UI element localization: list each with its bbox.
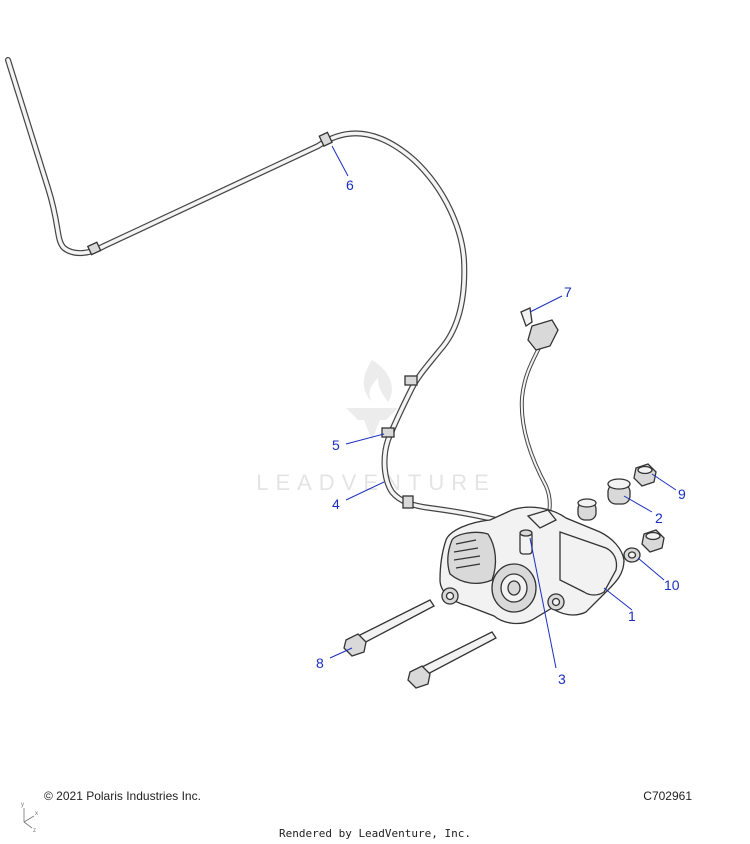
nut-lower[interactable] [641,529,665,553]
sensor-port-top [519,529,533,537]
rendered-by-text: Rendered by LeadVenture, Inc. [278,827,472,840]
axis-x-label: x [35,811,38,817]
bushing-large[interactable] [607,478,631,505]
bolt-upper[interactable] [343,599,435,657]
watermark-flame-icon [363,360,392,402]
watermark: LEADVENTURE [256,360,496,495]
callout-1[interactable]: 1 [628,608,636,624]
callout-2[interactable]: 2 [655,510,663,526]
nut-upper[interactable] [633,463,657,487]
callouts: 1 2 3 4 5 6 7 8 9 10 [316,177,686,687]
watermark-lv-logo-icon [346,408,398,440]
connector-tip [520,307,533,328]
leader-lines [329,145,677,669]
callout-4[interactable]: 4 [332,496,340,512]
hose-clip-upper[interactable] [318,131,333,147]
output-shaft [507,580,521,596]
washer[interactable] [623,547,641,563]
axis-z-label: z [33,828,36,834]
hose-clip-lower[interactable] [381,427,395,438]
mount-boss-left-hole [445,591,455,601]
hose-clip-bottom[interactable] [402,495,414,509]
bushing-small[interactable] [577,498,597,521]
mounting-hardware [577,463,665,563]
connector-body[interactable] [527,319,559,351]
drawing-id: C702961 [643,789,692,803]
callout-8[interactable]: 8 [316,655,324,671]
callout-9[interactable]: 9 [678,486,686,502]
hose-clip-left[interactable] [86,241,102,256]
callout-5[interactable]: 5 [332,437,340,453]
vent-hose[interactable] [5,57,525,531]
copyright-text: © 2021 Polaris Industries Inc. [44,789,201,803]
bolt-lower[interactable] [407,631,497,689]
sensor-harness[interactable] [519,307,559,526]
watermark-text: LEADVENTURE [256,470,496,495]
hose-clip-mid[interactable] [404,375,418,386]
axis-y-label: y [21,802,24,808]
callout-6[interactable]: 6 [346,177,354,193]
mount-boss-front-hole [551,597,561,607]
gearcase-housing[interactable] [439,506,625,625]
callout-10[interactable]: 10 [664,577,680,593]
callout-3[interactable]: 3 [558,671,566,687]
hose-clips [86,131,418,509]
callout-7[interactable]: 7 [564,284,572,300]
axis-gizmo: y x z [21,802,38,834]
